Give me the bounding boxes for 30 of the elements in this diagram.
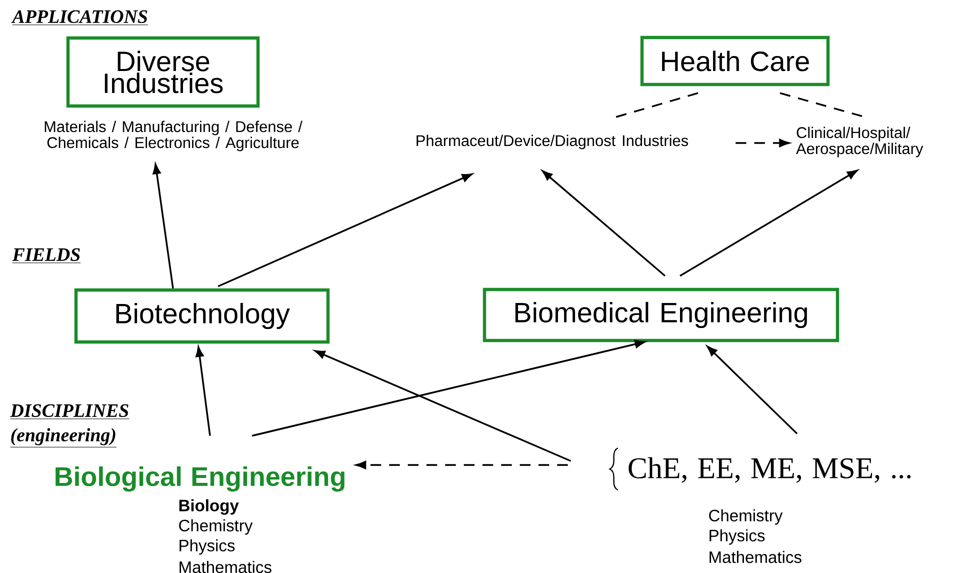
section-heading: (engineering) bbox=[10, 428, 117, 448]
arrow bbox=[680, 170, 858, 277]
arrow bbox=[356, 460, 568, 470]
field-box: Biotechnology bbox=[74, 288, 330, 344]
arrow bbox=[152, 164, 174, 289]
arrow bbox=[314, 350, 572, 462]
arrow bbox=[196, 346, 211, 436]
discipline-text: Biological Engineering bbox=[56, 466, 344, 492]
arrow bbox=[218, 173, 472, 288]
subject-text: Physics bbox=[710, 529, 765, 545]
subject-text: Mathematics bbox=[710, 550, 802, 564]
section-heading: APPLICATIONS bbox=[11, 10, 148, 26]
arrow bbox=[542, 170, 666, 277]
section-heading: DISCIPLINES bbox=[10, 404, 130, 420]
subject-text: Physics bbox=[180, 539, 235, 555]
category-text: Pharmaceut/Device/Diagnost Industries bbox=[416, 134, 688, 150]
field-box: Diverse Industries bbox=[66, 36, 260, 108]
subject-text: Chemistry bbox=[709, 509, 783, 525]
arrow bbox=[736, 138, 790, 148]
category-text: Materials / Manufacturing / Defense / Chemicals / Electronics / Agriculture bbox=[44, 120, 302, 152]
field-box: Biomedical Engineering bbox=[482, 288, 840, 342]
category-text: Clinical/Hospital/ Aerospace/Military bbox=[796, 126, 924, 158]
arrow bbox=[252, 340, 646, 437]
subject-text: Biology bbox=[179, 499, 239, 515]
section-heading: FIELDS bbox=[12, 248, 81, 264]
arrow bbox=[706, 346, 798, 434]
subject-text: Mathematics bbox=[180, 560, 272, 573]
discipline-text: ChE, EE, ME, MSE, ... bbox=[628, 457, 911, 483]
field-box: Health Care bbox=[640, 36, 830, 86]
subject-text: Chemistry bbox=[179, 519, 253, 535]
